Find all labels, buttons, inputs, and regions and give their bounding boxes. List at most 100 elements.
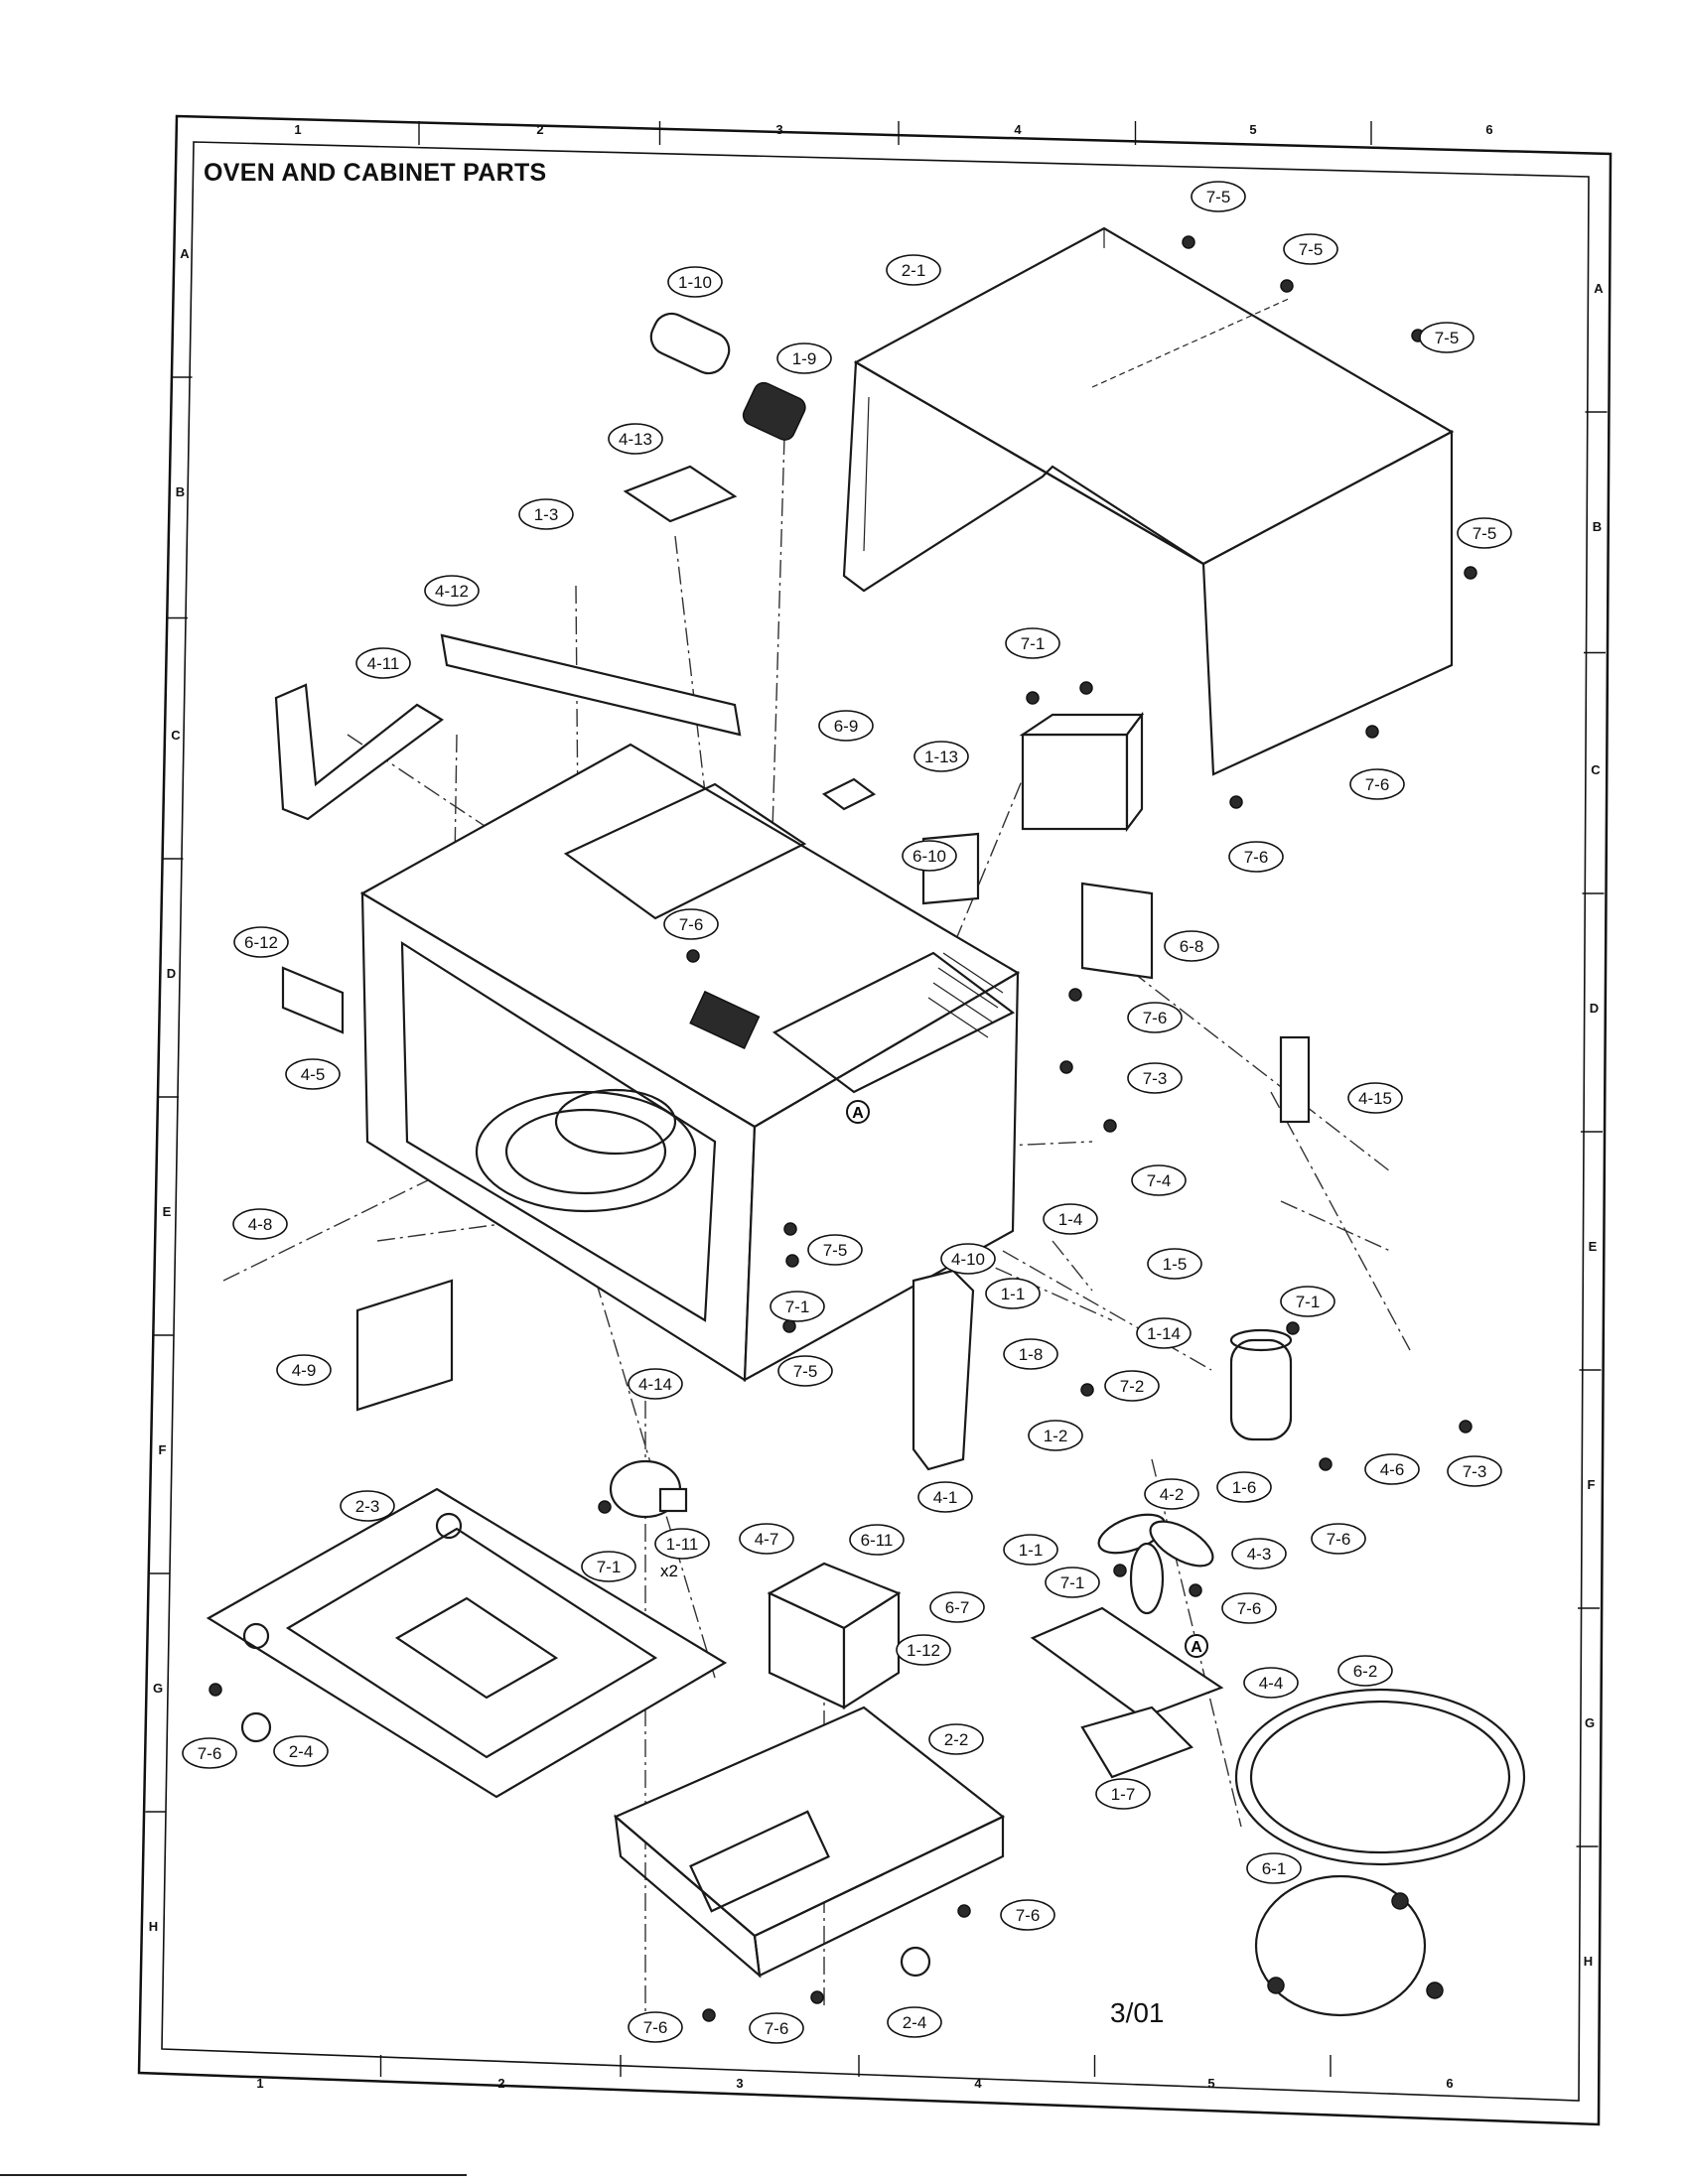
callout-label: 7-1 [785,1297,810,1316]
part-callout: 4-3 [1231,1538,1287,1570]
callout-bubble [1349,768,1405,800]
callout-label: 2-1 [902,261,926,280]
diagram-title: OVEN AND CABINET PARTS [204,159,547,187]
callout-label: 7-6 [765,2019,789,2038]
part-callout: 2-3 [340,1490,395,1522]
callout-label: 4-4 [1259,1674,1284,1693]
part-callout: 7-1 [1280,1286,1335,1317]
part-callout: 4-6 [1364,1453,1420,1485]
grid-row-label-right: A [1594,281,1604,296]
reference-mark-cavity: A [846,1100,870,1124]
grid-column-label-bottom: 5 [1207,2076,1214,2091]
callout-label: 1-1 [1019,1541,1044,1560]
callout-label: 4-15 [1358,1089,1392,1108]
callout-bubble [285,1058,341,1090]
callout-label: 1-1 [1001,1285,1026,1303]
callout-label: 7-5 [1206,188,1231,206]
part-callout: 7-5 [807,1234,863,1266]
part-callout: 7-1 [1005,627,1060,659]
part-callout: 6-8 [1164,930,1219,962]
callout-label: 2-2 [944,1730,969,1749]
callout-label: 7-1 [597,1558,622,1576]
reference-mark-bracket: A [1185,1634,1208,1658]
callout-bubble [739,1523,794,1555]
callout-bubble [1131,1164,1187,1196]
callout-bubble [849,1524,905,1556]
callout-label: 7-3 [1463,1462,1487,1481]
part-callout: 4-9 [276,1354,332,1386]
part-callout: 6-11 [849,1524,905,1556]
part-callout: 7-1 [1045,1567,1100,1598]
callout-bubble [1347,1082,1403,1114]
callout-label: 7-4 [1147,1171,1172,1190]
callout-bubble [1043,1203,1098,1235]
part-callout: 7-5 [1457,517,1512,549]
grid-row-label-right: H [1584,1954,1593,1969]
part-callout: 7-6 [1349,768,1405,800]
callout-label: 2-3 [355,1497,380,1516]
part-callout: 1-6 [1216,1471,1272,1503]
bottom-rule [0,2174,467,2176]
callout-label: 7-5 [1299,240,1324,259]
callout-bubble [985,1278,1041,1309]
part-callout: 2-1 [886,254,941,286]
callout-label: 1-2 [1044,1427,1068,1445]
callout-label: 4-7 [755,1530,779,1549]
part-callout: 7-5 [1419,322,1474,353]
callout-label: 1-13 [924,748,958,766]
grid-column-label-top: 1 [294,122,301,137]
callout-label: 7-6 [198,1744,222,1763]
callout-bubble [1136,1317,1192,1349]
label-plates [281,465,1311,1412]
part-callout: 7-6 [1127,1002,1183,1033]
latch-assembly [912,1269,975,1471]
grid-column-label-bottom: 1 [256,2076,263,2091]
part-callout: 7-2 [1104,1370,1160,1402]
callout-bubble [1419,322,1474,353]
callout-label: 4-5 [301,1065,326,1084]
part-callout: 6-9 [818,710,874,742]
air-duct [274,683,444,821]
base-plate [613,1706,1006,1979]
grid-row-label-left: G [153,1681,163,1696]
callout-label: 4-14 [638,1375,672,1394]
callout-bubble [1127,1062,1183,1094]
high-voltage-transformer [767,1562,902,1710]
part-callout: 7-1 [581,1551,636,1582]
part-callout: 7-3 [1447,1455,1502,1487]
part-callout: 7-5 [1283,233,1338,265]
callout-bubble [807,1234,863,1266]
grid-column-label-top: 3 [775,122,782,137]
callout-label: 1-8 [1019,1345,1044,1364]
callout-label: 7-6 [679,915,704,934]
callout-bubble [1144,1478,1199,1510]
bottom-plate [206,1487,728,1799]
callout-bubble [424,575,480,607]
grid-row-label-left: F [159,1442,167,1457]
callout-label: 7-6 [1016,1906,1041,1925]
callout-bubble [1246,1852,1302,1884]
grid-column-label-top: 5 [1249,122,1256,137]
callout-bubble [1127,1002,1183,1033]
callout-bubble [276,1354,332,1386]
callout-label: 1-3 [534,505,559,524]
grid-column-label-bottom: 3 [736,2076,743,2091]
callout-bubble [776,342,832,374]
part-callout: 7-6 [1311,1523,1366,1555]
callout-label: 4-11 [367,654,400,673]
part-callout: 1-13 [913,741,969,772]
callout-bubble [818,710,874,742]
drawing-frame [137,114,1613,2126]
callout-bubble [182,1737,237,1769]
lamp-and-socket [649,312,806,441]
part-callout: 6-1 [1246,1852,1302,1884]
callout-bubble [340,1490,395,1522]
part-callout: 1-5 [1147,1248,1202,1280]
part-callout: 1-12 [896,1634,951,1666]
part-callout: 7-6 [182,1737,237,1769]
grid-row-label-right: E [1589,1239,1598,1254]
fan-motor-bracket [1030,1606,1224,1779]
callout-bubble [902,840,957,872]
callout-bubble [628,2011,683,2043]
